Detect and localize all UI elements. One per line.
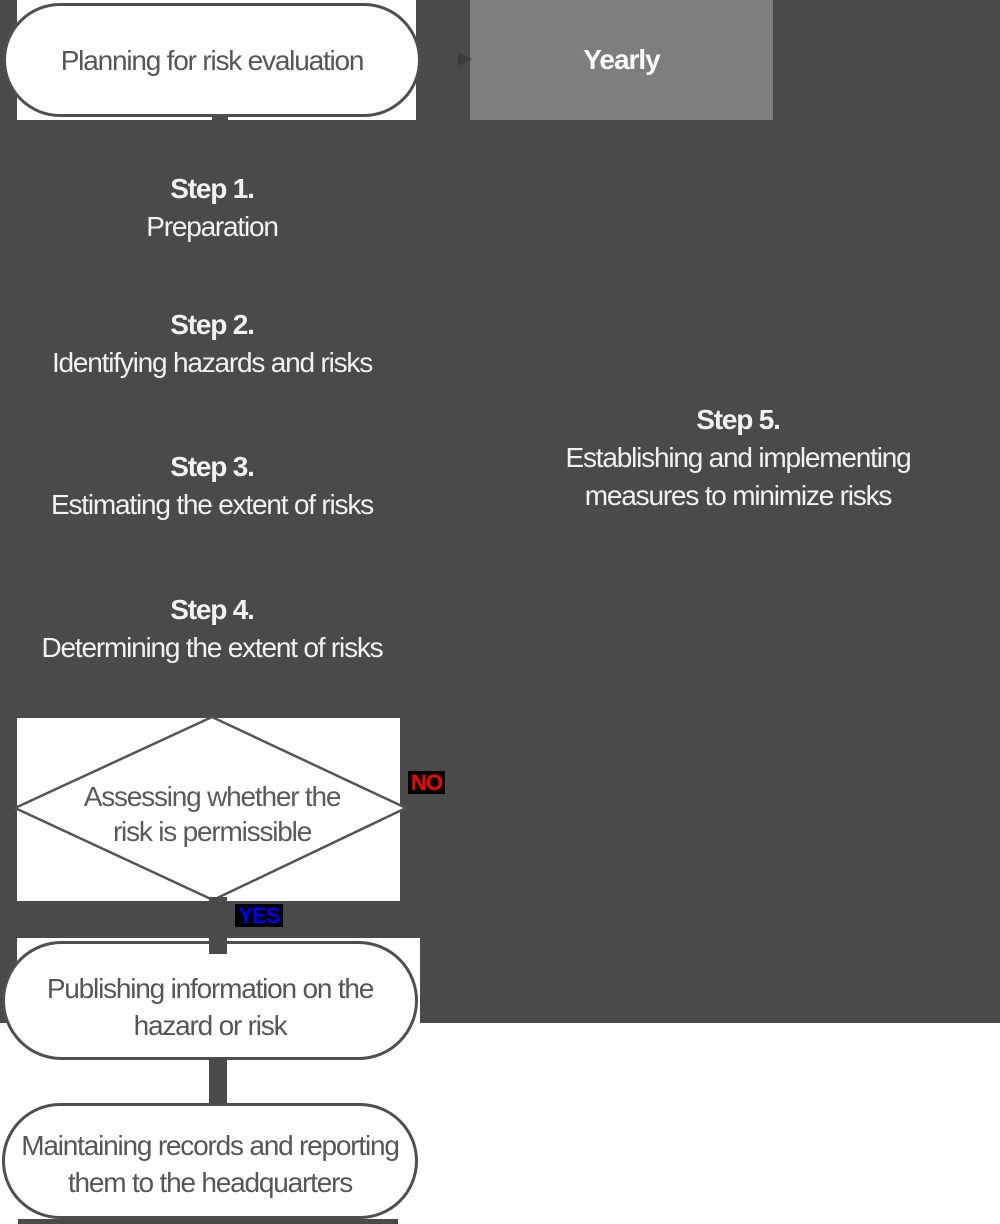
decision-label: Assessing whether the risk is permissibl… <box>0 779 424 849</box>
publish-node-line2: hazard or risk <box>133 1009 288 1041</box>
connector-start-down <box>212 116 228 122</box>
step-1: Step 1. Preparation <box>0 170 424 246</box>
decision-yes-label: YES <box>235 903 283 928</box>
arrow-right-icon <box>458 52 472 66</box>
cropped-element-strip <box>18 1219 398 1224</box>
step-3: Step 3. Estimating the extent of risks <box>0 448 424 524</box>
connector-publish-down <box>209 1058 227 1104</box>
step-2: Step 2. Identifying hazards and risks <box>0 306 424 382</box>
frequency-badge: Yearly <box>470 0 773 120</box>
decision-label-line1: Assessing whether the <box>83 781 342 812</box>
step-5: Step 5. Establishing and implementing me… <box>512 401 964 515</box>
connector-yes-down <box>209 897 227 954</box>
step-5-desc-line2: measures to minimize risks <box>584 480 893 511</box>
step-3-desc: Estimating the extent of risks <box>51 489 374 520</box>
decision-diamond-graphic <box>12 715 409 902</box>
step-4-desc: Determining the extent of risks <box>41 632 384 663</box>
decision-no-label: NO <box>408 770 445 795</box>
step-1-title: Step 1. <box>170 173 255 204</box>
records-node-line2: them to the headquarters <box>67 1166 353 1198</box>
publish-node: Publishing information on the hazard or … <box>2 941 418 1060</box>
publish-node-line1: Publishing information on the <box>46 972 375 1004</box>
step-5-desc-line1: Establishing and implementing <box>565 442 912 473</box>
step-3-title: Step 3. <box>170 451 255 482</box>
start-node: Planning for risk evaluation <box>3 3 421 117</box>
step-2-desc: Identifying hazards and risks <box>51 347 373 378</box>
start-node-label: Planning for risk evaluation <box>60 44 365 76</box>
decision-label-line2: risk is permissible <box>112 816 312 847</box>
step-4: Step 4. Determining the extent of risks <box>0 591 424 667</box>
records-node: Maintaining records and reporting them t… <box>2 1103 418 1219</box>
records-node-line1: Maintaining records and reporting <box>21 1129 400 1161</box>
step-5-title: Step 5. <box>696 404 781 435</box>
step-1-desc: Preparation <box>146 211 279 242</box>
step-4-title: Step 4. <box>170 594 255 625</box>
step-2-title: Step 2. <box>170 309 255 340</box>
